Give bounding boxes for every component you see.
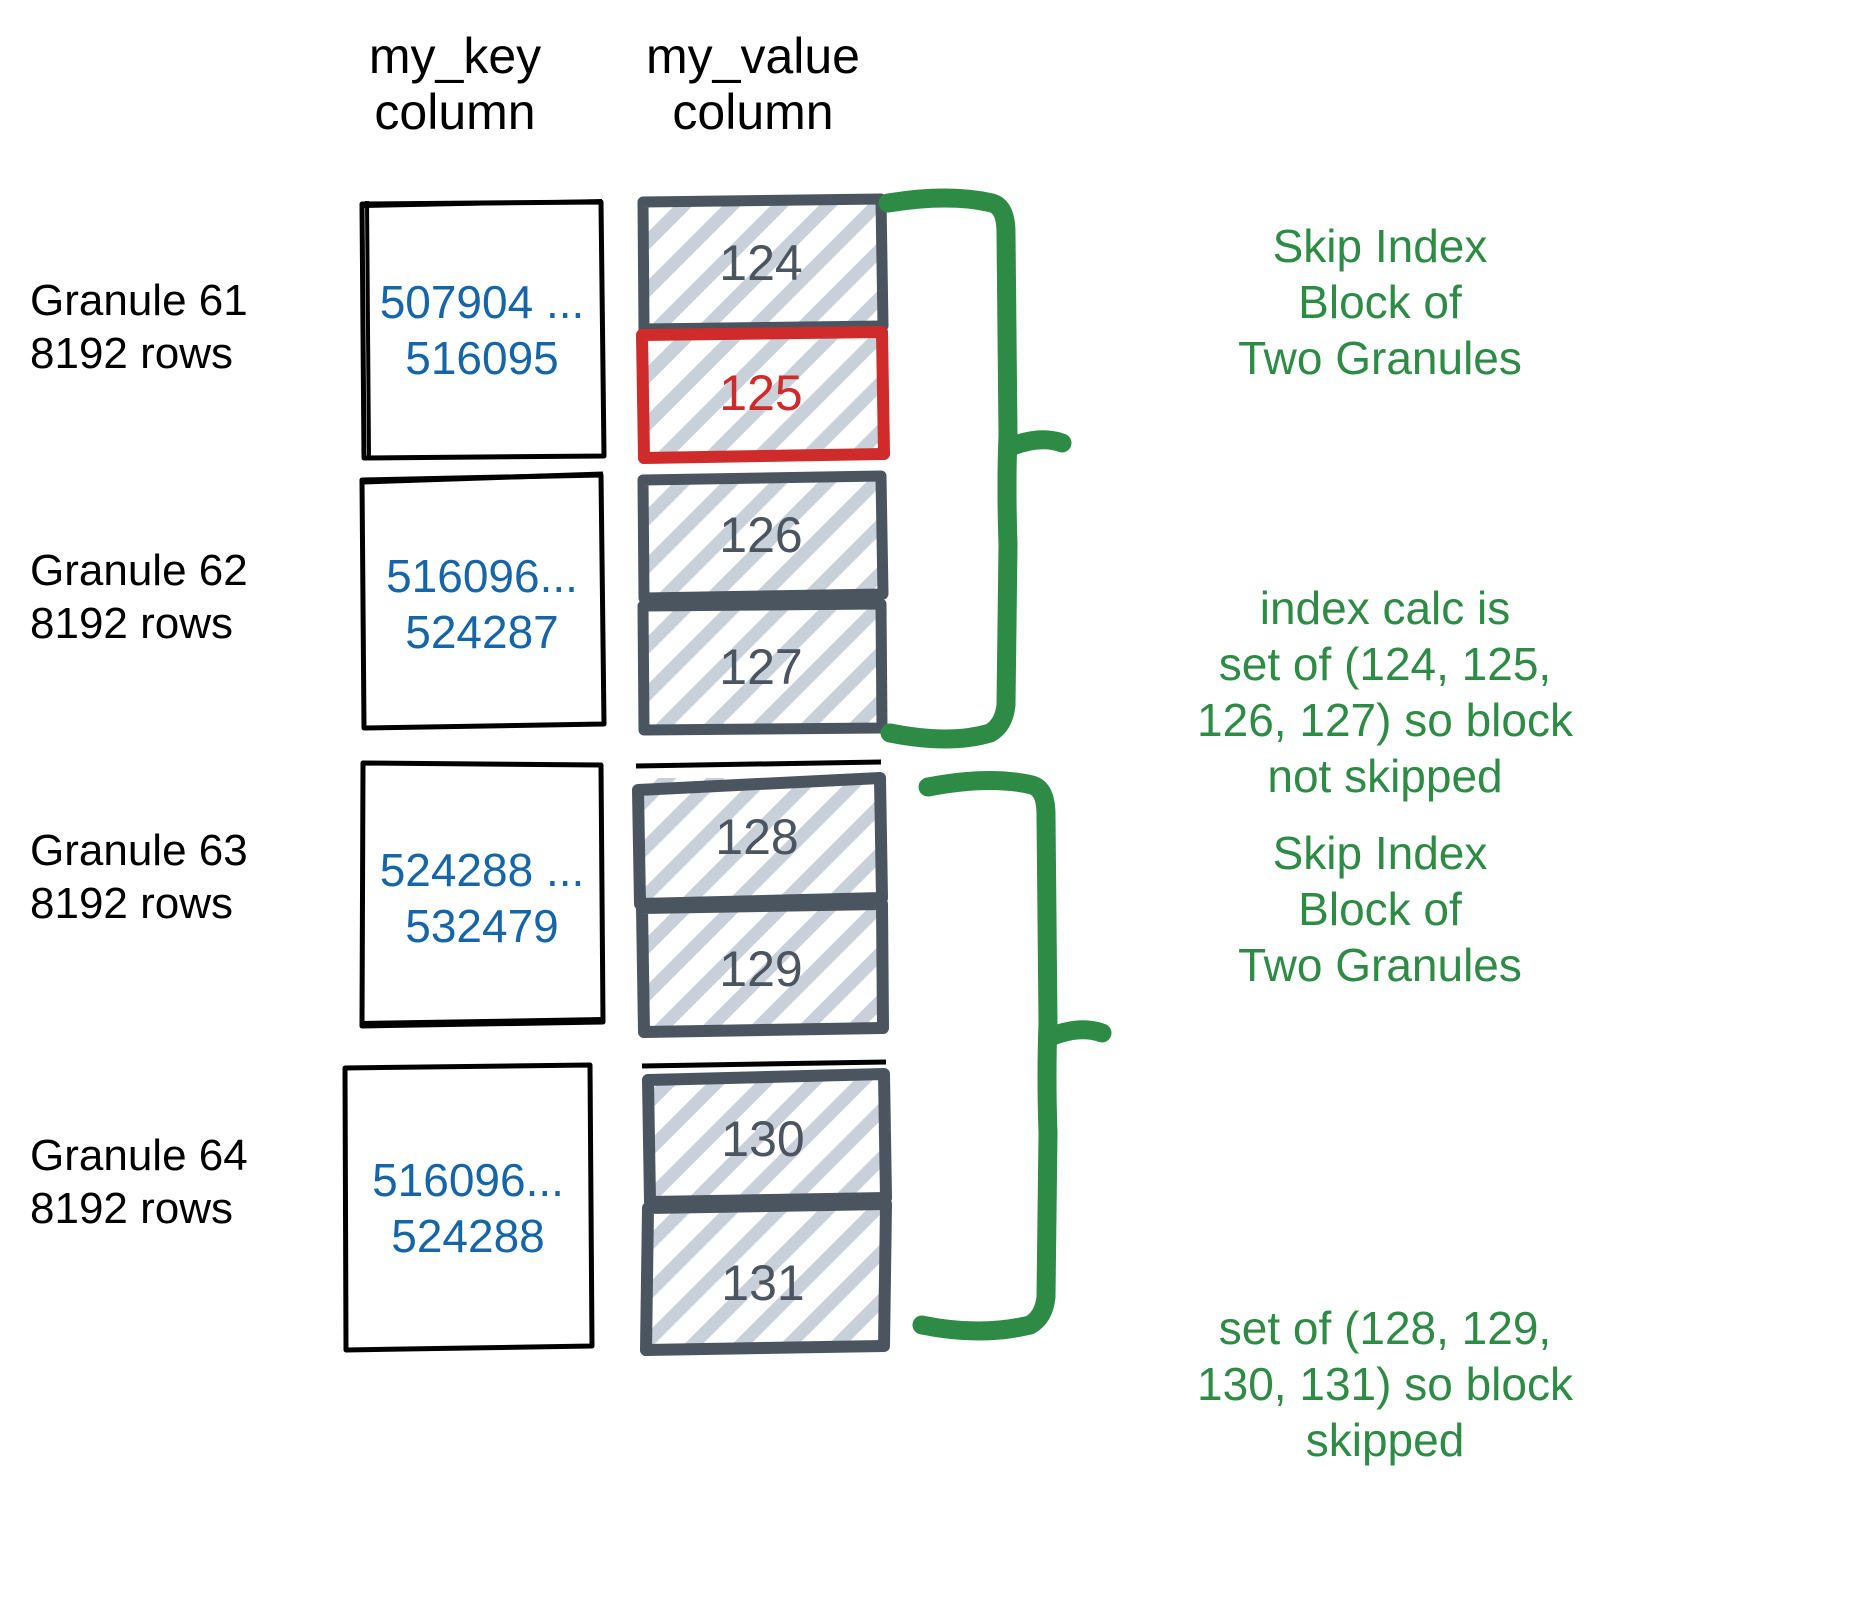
- value-text-131: 131: [721, 1255, 805, 1311]
- column-header-my-key: my_key column: [368, 28, 542, 140]
- key-range-granule-62: 516096... 524287: [386, 550, 578, 659]
- column-header-my-value: my_value column: [646, 28, 860, 140]
- value-text-127: 127: [719, 639, 803, 695]
- value-box-outline-icon: [636, 898, 889, 1038]
- granule-label-63: Granule 63 8192 rows: [30, 826, 248, 928]
- value-box-125-highlighted: 125: [636, 326, 890, 464]
- value-box-outline-icon: [637, 598, 888, 736]
- key-box-granule-64: 516096... 524288: [340, 1062, 596, 1353]
- value-text-130: 130: [721, 1111, 805, 1167]
- value-text-129: 129: [719, 941, 803, 997]
- value-box-outline-highlight-icon: [636, 326, 890, 464]
- value-box-126: 126: [636, 470, 889, 604]
- key-box-granule-61: 507904 ... 516095: [358, 198, 607, 461]
- key-box-granule-63: 524288 ... 532479: [358, 758, 606, 1030]
- granule-label-64: Granule 64 8192 rows: [30, 1131, 248, 1233]
- value-box-127: 127: [636, 598, 888, 736]
- value-box-131: 131: [636, 1198, 892, 1358]
- value-box-128: 128: [628, 759, 888, 910]
- key-box-granule-62: 516096... 524287: [358, 471, 607, 731]
- annotation-skip-index-block-upper: Skip Index Block of Two Granules: [1238, 220, 1522, 385]
- skip-index-bracket-lower: [912, 770, 1112, 1341]
- key-box-outline-icon: [342, 1062, 595, 1353]
- value-box-130: 130: [636, 1058, 892, 1208]
- value-box-outline-icon: [632, 759, 888, 910]
- value-text-126: 126: [719, 507, 803, 563]
- key-box-outline-icon: [359, 760, 606, 1029]
- value-box-outline-icon: [637, 193, 889, 335]
- key-box-outline-icon: [359, 471, 607, 731]
- key-range-granule-64: 516096... 524288: [372, 1154, 564, 1263]
- annotation-skip-index-block-lower: Skip Index Block of Two Granules: [1238, 827, 1522, 992]
- value-text-128: 128: [715, 809, 799, 865]
- key-box-outline-icon: [359, 199, 607, 461]
- key-range-granule-61: 507904 ... 516095: [379, 276, 585, 385]
- annotation-index-calc-not-skipped: index calc is set of (124, 125, 126, 127…: [1197, 582, 1573, 803]
- value-box-outline-icon: [641, 1059, 892, 1208]
- granule-label-62: Granule 62 8192 rows: [30, 546, 248, 648]
- value-text-125: 125: [719, 365, 803, 421]
- value-box-124: 124: [636, 193, 889, 335]
- annotation-index-calc-skipped: set of (128, 129, 130, 131) so block ski…: [1197, 1302, 1573, 1467]
- value-box-129: 129: [636, 898, 889, 1038]
- key-range-granule-63: 524288 ... 532479: [379, 844, 585, 953]
- skip-index-bracket-upper: [878, 188, 1072, 749]
- value-box-outline-icon: [640, 1198, 892, 1356]
- granule-label-61: Granule 61 8192 rows: [30, 276, 248, 378]
- value-box-outline-icon: [637, 470, 889, 604]
- value-text-124: 124: [719, 235, 803, 291]
